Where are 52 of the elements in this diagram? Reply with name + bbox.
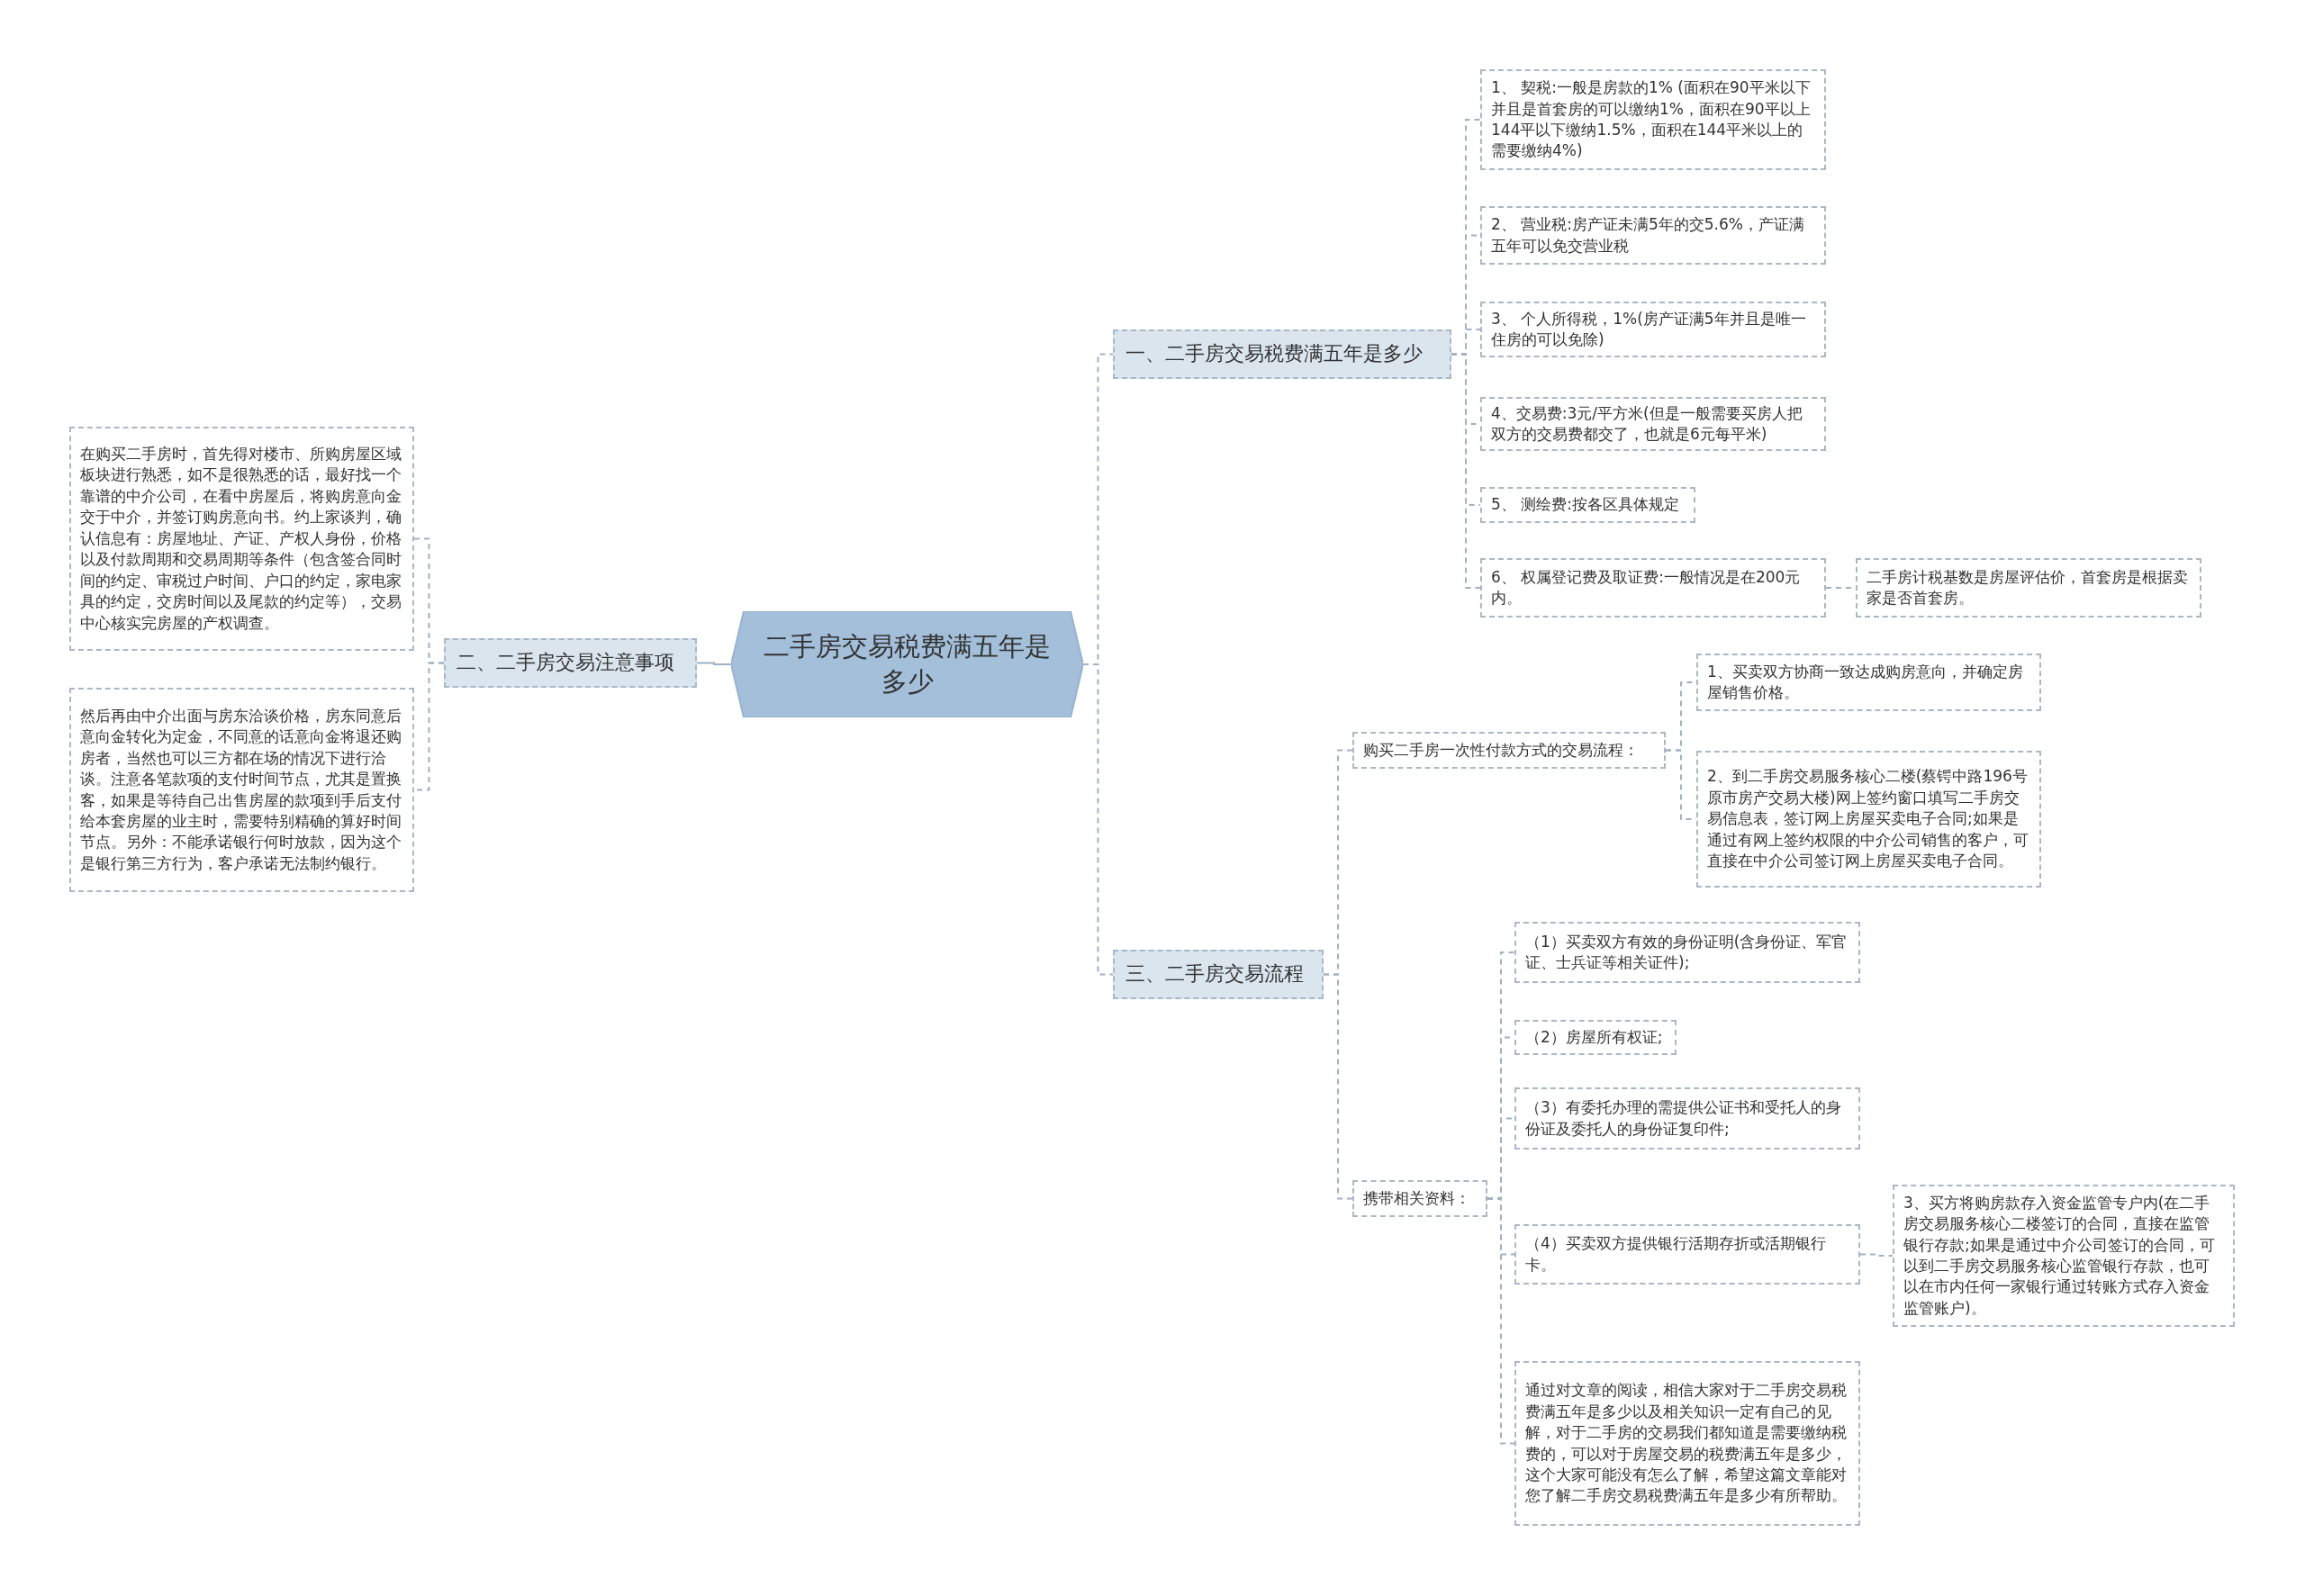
note-text: （2）房屋所有权证; — [1525, 1026, 1664, 1048]
note-box — [1480, 69, 1826, 170]
note-box — [1514, 1361, 1860, 1526]
note-text: 携带相关资料： — [1363, 1187, 1471, 1209]
note-text: 6、 权属登记费及取证费:一般情况是在200元内。 — [1491, 566, 1802, 609]
note-box — [1696, 654, 2041, 711]
topic-box — [444, 638, 697, 688]
topic-text: 一、二手房交易税费满五年是多少 — [1125, 341, 1424, 367]
note-text: 2、到二手房交易服务核心二楼(蔡锷中路196号原市房产交易大楼)网上签约窗口填写二手房交易信息表，签订网上房屋买卖电子合同;如果是通过有网上签约权限的中介公司销售的客户，可直接在中介公司签订网上房屋买卖电子合同。 — [1707, 766, 2029, 872]
note-box — [1480, 206, 1826, 265]
topic-box — [1113, 950, 1324, 999]
note-text: 1、 契税:一般是房款的1% (面积在90平米以下并且是首套房的可以缴纳1%，面积在90平以上144平以下缴纳1.5%，面积在144平米以上的需要缴纳4%) — [1491, 77, 1812, 162]
note-box — [1696, 751, 2041, 888]
note-text: 1、买卖双方协商一致达成购房意向，并确定房屋销售价格。 — [1707, 661, 2024, 703]
note-box — [1514, 1224, 1860, 1285]
connector-line — [1082, 663, 1114, 976]
connector-line — [1451, 353, 1481, 589]
central-topic-text: 二手房交易税费满五年是多少 — [763, 629, 1052, 699]
note-box — [1514, 1020, 1677, 1055]
connector-line — [1323, 973, 1353, 1200]
note-box — [1480, 302, 1826, 357]
note-text: 3、买方将购房款存入资金监管专户内(在二手房交易服务核心二楼签订的合同，直接在监管银行存款;如果是通过中介公司签订的合同，可以到二手房交易服务核心监管银行存款，也可以在市内任何一家银行通过转账方式存入资金监管账户)。 — [1903, 1192, 2216, 1319]
central-topic-hexagon — [731, 611, 1083, 717]
note-box — [1480, 397, 1826, 451]
note-text: 二手房计税基数是房屋评估价，首套房是根据卖家是否首套房。 — [1867, 566, 2189, 609]
note-box — [1480, 487, 1695, 523]
connector-line — [696, 662, 732, 665]
note-box — [69, 688, 414, 892]
note-box — [1480, 558, 1826, 618]
note-box — [1514, 1087, 1860, 1150]
note-box — [1893, 1185, 2235, 1327]
note-text: 3、 个人所得税，1%(房产证满5年并且是唯一住房的可以免除) — [1491, 308, 1807, 350]
note-text: 然后再由中介出面与房东洽谈价格，房东同意后意向金转化为定金，不同意的话意向金将退还购房者，当然也可以三方都在场的情况下进行洽谈。注意各笔款项的支付时间节点，尤其是置换客，如果是等待自己出售房屋的款项到手后支付给本套房屋的业主时，需要特别精确的算好时间节点。另外：不能承诺银行何时放款，因为这个是银行第三方行为，客户承诺无法制约银行。 — [80, 705, 402, 874]
connector-line — [1487, 1197, 1515, 1445]
note-text: （1）买卖双方有效的身份证明(含身份证、军官证、士兵证等相关证件); — [1525, 931, 1849, 973]
note-text: 通过对文章的阅读，相信大家对于二手房交易税费满五年是多少以及相关知识一定有自己的见解，对于二手房的交易我们都知道是需要缴纳税费的，可以对于房屋交易的税费满五年是多少，这个大家可能没有怎么了解，希望这篇文章能对您了解二手房交易税费满五年是多少有所帮助。 — [1525, 1380, 1848, 1507]
note-box — [69, 427, 414, 651]
note-text: 在购买二手房时，首先得对楼市、所购房屋区域板块进行熟悉，如不是很熟悉的话，最好找一个靠谱的中介公司，在看中房屋后，将购房意向金交于中介，并签订购房意向书。约上家谈判，确认信息有：房屋地址、产证、产权人身份，价格以及付款周期和交易周期等条件（包含签合同时间的约定、审税过户时间、户口的约定，家电家具的约定，交房时间以及尾款的约定等），交易中心核实完房屋的产权调查。 — [80, 443, 402, 634]
connector-line — [1859, 1253, 1894, 1257]
note-box — [1514, 922, 1860, 983]
topic-box — [1113, 329, 1451, 379]
note-text: 2、 营业税:房产证未满5年的交5.6%，产证满五年可以免交营业税 — [1491, 214, 1805, 257]
note-text: （4）买卖双方提供银行活期存折或活期银行卡。 — [1525, 1233, 1827, 1276]
topic-text: 三、二手房交易流程 — [1125, 961, 1305, 987]
topic-text: 二、二手房交易注意事项 — [456, 650, 675, 676]
note-box — [1352, 1180, 1487, 1217]
note-text: （3）有委托办理的需提供公证书和受托人的身份证及委托人的身份证复印件; — [1525, 1097, 1842, 1140]
note-box — [1856, 558, 2201, 618]
note-box — [1352, 732, 1666, 769]
note-text: 购买二手房一次性付款方式的交易流程： — [1363, 739, 1640, 761]
note-text: 4、交易费:3元/平方米(但是一般需要买房人把双方的交易费都交了，也就是6元每平米) — [1491, 402, 1803, 445]
note-text: 5、 测绘费:按各区具体规定 — [1491, 494, 1680, 516]
